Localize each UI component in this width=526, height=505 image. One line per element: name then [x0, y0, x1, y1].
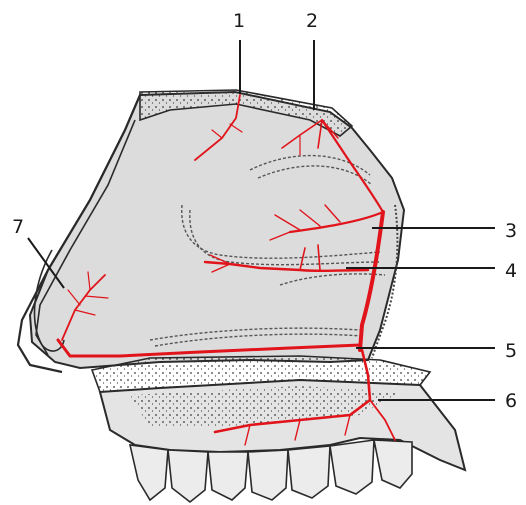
label-1: 1: [233, 12, 245, 31]
label-6: 6: [505, 392, 517, 411]
label-7: 7: [12, 218, 24, 237]
label-5: 5: [505, 342, 517, 361]
label-2: 2: [306, 12, 318, 31]
label-3: 3: [505, 222, 517, 241]
label-4: 4: [505, 262, 517, 281]
